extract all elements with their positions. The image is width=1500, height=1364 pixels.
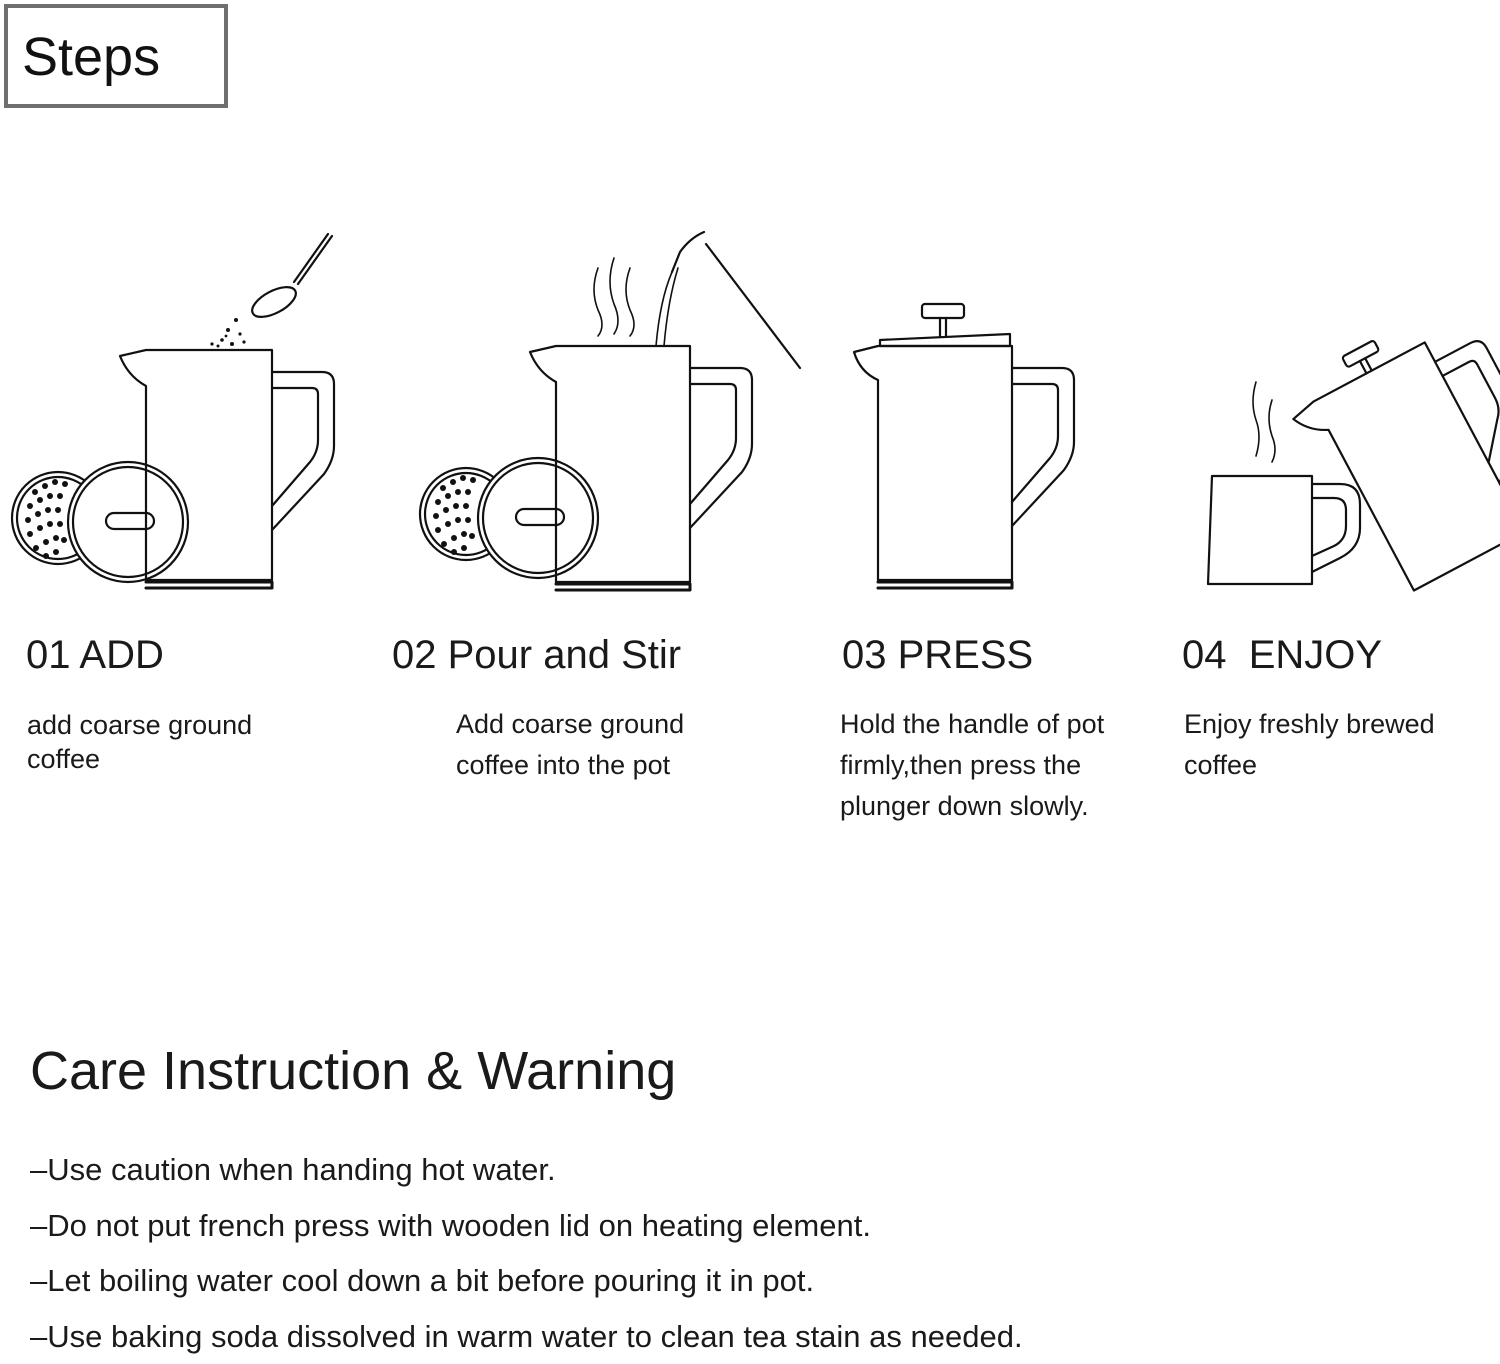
plunger-knob-icon [880,304,1010,346]
steam-icon [594,258,634,336]
step-1-description: add coarse ground coffee [27,708,297,776]
steam-icon [1253,382,1275,462]
step-4-enjoy-illustration [1208,295,1500,603]
steps-illustrations [0,0,1500,620]
care-instruction-heading: Care Instruction & Warning [30,1040,676,1102]
step-4-description: Enjoy freshly brewed coffee [1184,704,1484,786]
press-lid-icon [68,462,188,582]
care-item: –Let boiling water cool down a bit befor… [30,1253,1023,1309]
spoon-icon [248,234,332,323]
step-2-pour-illustration [420,232,800,590]
step-3-title: 03 PRESS [842,632,1033,678]
kettle-spout-icon [656,232,800,368]
care-item: –Do not put french press with wooden lid… [30,1198,1023,1254]
step-1-title: 01 ADD [26,632,164,678]
step-3-press-illustration [854,304,1074,588]
mug-icon [1208,476,1360,584]
step-2-description: Add coarse ground coffee into the pot [456,704,746,786]
care-item: –Use caution when handing hot water. [30,1142,1023,1198]
care-instruction-list: –Use caution when handing hot water. –Do… [30,1142,1023,1364]
step-2-title: 02 Pour and Stir [392,632,681,678]
carafe-icon [854,346,1074,588]
press-lid-icon [478,458,598,578]
step-1-add-illustration [12,234,334,588]
coffee-grounds-icon [210,318,245,348]
step-4-title: 04 ENJOY [1182,632,1382,678]
step-3-description: Hold the handle of pot firmly,then press… [840,704,1140,827]
